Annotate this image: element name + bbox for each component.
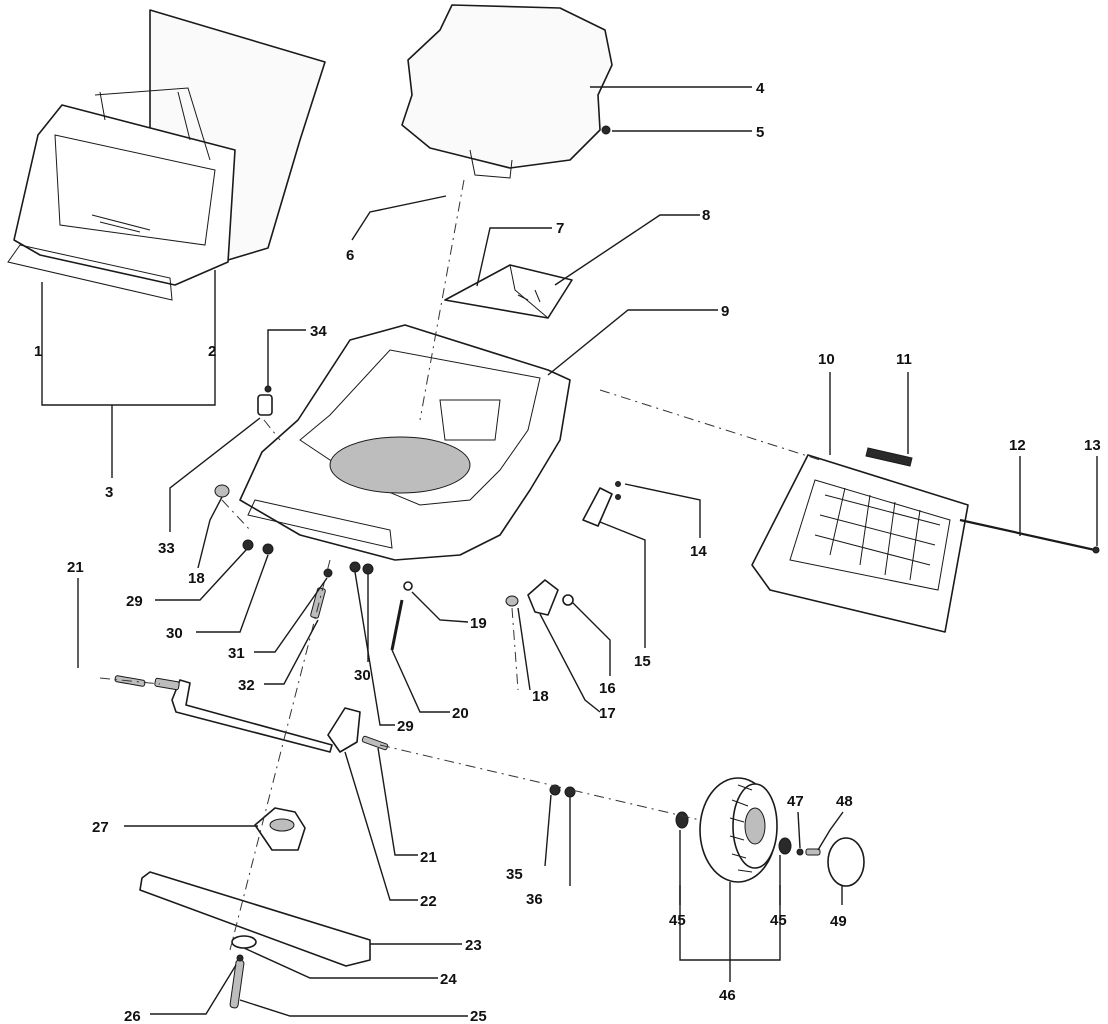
callout-48: 48 bbox=[836, 793, 853, 810]
engine bbox=[401, 4, 613, 179]
callout-23: 23 bbox=[465, 937, 482, 954]
assembly-lines bbox=[99, 179, 821, 951]
callout-31: 31 bbox=[228, 645, 245, 662]
callout-16: 16 bbox=[599, 680, 616, 697]
callout-7: 7 bbox=[556, 220, 564, 237]
callout-34: 34 bbox=[310, 323, 327, 340]
callout-19: 19 bbox=[470, 615, 487, 632]
callout-12: 12 bbox=[1009, 437, 1026, 454]
callout-21-right: 21 bbox=[420, 849, 437, 866]
callout-21-left: 21 bbox=[67, 559, 84, 576]
callout-45-right: 45 bbox=[770, 912, 787, 929]
callout-11: 11 bbox=[896, 351, 912, 368]
cover-plate bbox=[444, 264, 573, 319]
callout-1: 1 bbox=[34, 343, 42, 360]
callout-13: 13 bbox=[1084, 437, 1101, 454]
callout-47: 47 bbox=[787, 793, 804, 810]
blade-assembly bbox=[139, 807, 371, 1009]
callout-45-left: 45 bbox=[669, 912, 686, 929]
callout-5: 5 bbox=[756, 124, 764, 141]
callout-18-right: 18 bbox=[532, 688, 549, 705]
callout-27: 27 bbox=[92, 819, 109, 836]
callout-10: 10 bbox=[818, 351, 835, 368]
rear-wheel bbox=[549, 777, 865, 887]
callout-32: 32 bbox=[238, 677, 255, 694]
callout-46: 46 bbox=[719, 987, 736, 1004]
callout-3: 3 bbox=[105, 484, 113, 501]
mower-deck bbox=[239, 324, 571, 561]
callout-24: 24 bbox=[440, 971, 457, 988]
callout-29-left: 29 bbox=[126, 593, 143, 610]
callout-33: 33 bbox=[158, 540, 175, 557]
callout-30-mid: 30 bbox=[354, 667, 371, 684]
callout-20: 20 bbox=[452, 705, 469, 722]
callout-18-left: 18 bbox=[188, 570, 205, 587]
callout-30-left: 30 bbox=[166, 625, 183, 642]
callout-9: 9 bbox=[721, 303, 729, 320]
callout-8: 8 bbox=[702, 207, 710, 224]
callout-35: 35 bbox=[506, 866, 523, 883]
small-parts bbox=[214, 385, 621, 651]
callout-26: 26 bbox=[124, 1008, 141, 1024]
callout-49: 49 bbox=[830, 913, 847, 930]
callout-29-mid: 29 bbox=[397, 718, 414, 735]
callout-25: 25 bbox=[470, 1008, 487, 1024]
grass-bag bbox=[7, 9, 326, 301]
callouts: 1 2 3 4 5 6 7 8 9 10 11 12 13 14 15 16 1… bbox=[34, 80, 1101, 1024]
leader-lines bbox=[41, 86, 1098, 1017]
callout-22: 22 bbox=[420, 893, 437, 910]
callout-17: 17 bbox=[599, 705, 616, 722]
rear-flap bbox=[751, 447, 969, 633]
callout-4: 4 bbox=[756, 80, 765, 97]
callout-2: 2 bbox=[208, 343, 216, 360]
callout-15: 15 bbox=[634, 653, 651, 670]
callout-6: 6 bbox=[346, 247, 354, 264]
callout-36: 36 bbox=[526, 891, 543, 908]
callout-14: 14 bbox=[690, 543, 707, 560]
front-axle bbox=[114, 675, 389, 753]
